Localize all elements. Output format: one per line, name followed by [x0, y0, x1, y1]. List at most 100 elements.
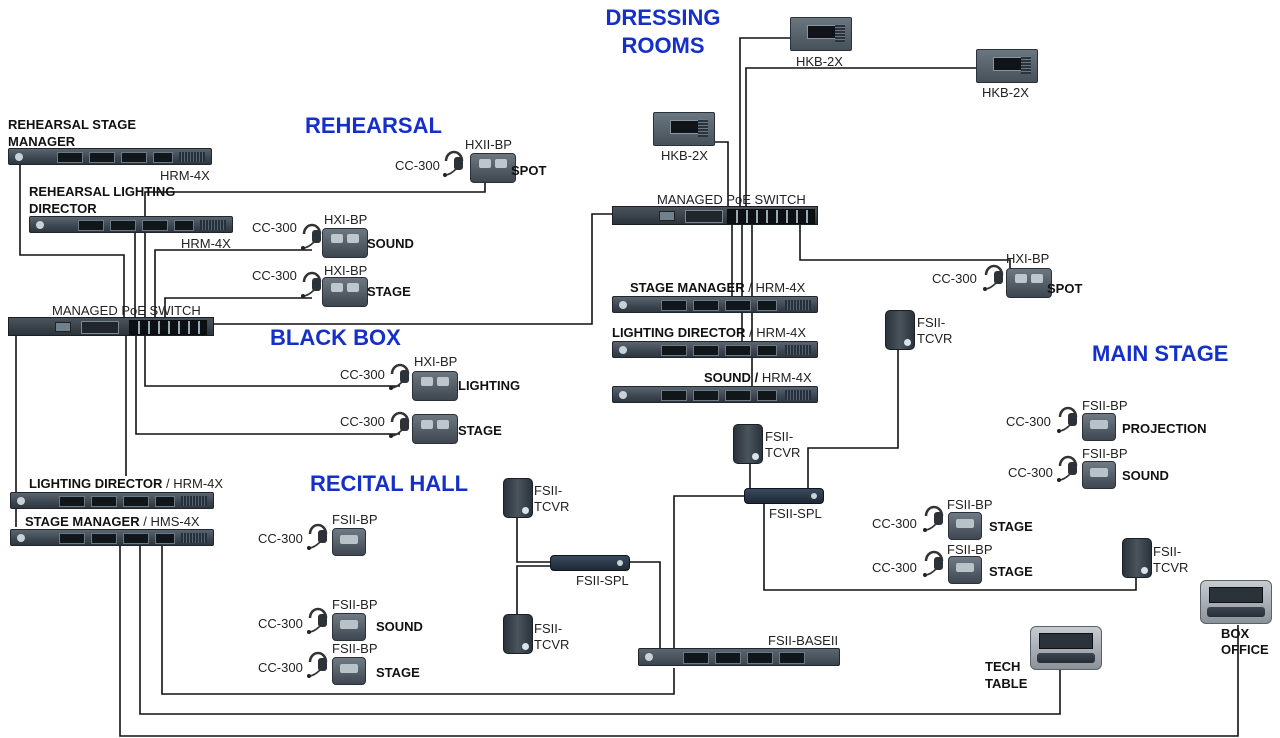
- bb-sm-slash: /: [143, 514, 147, 529]
- speaker-grill-icon: [785, 300, 811, 310]
- bb-ld-model: HRM-4X: [173, 476, 224, 491]
- headset-icon: [389, 411, 410, 438]
- recital-sound-label: SOUND: [376, 619, 423, 634]
- tech-table-label-1: TECH: [985, 659, 1021, 674]
- main-poe-switch: [612, 206, 818, 225]
- ms-fsii-spl: [744, 488, 824, 504]
- headset-icon: [389, 363, 410, 390]
- bb-sm-model: HMS-4X: [150, 514, 200, 529]
- wire-stage-bb: [135, 336, 400, 435]
- ms-tcvr-top-label-1: FSII-: [917, 315, 946, 330]
- recital-fsii-tcvr-2: [503, 614, 533, 654]
- ms-ld-panel-label: LIGHTING DIRECTOR / HRM-4X: [612, 325, 806, 340]
- box-office-label-2: OFFICE: [1221, 642, 1269, 657]
- ms-snd-slash: /: [754, 370, 759, 385]
- wire-hkb-right: [745, 67, 976, 207]
- switch-ports-icon: [727, 209, 815, 224]
- headset-icon: [307, 523, 328, 550]
- ms-fsii-tcvr-mid: [733, 424, 763, 464]
- speaker-grill-icon: [181, 533, 207, 543]
- ms-snd-model: HRM-4X: [761, 370, 812, 385]
- ms-stage2-headset-model: CC-300: [872, 560, 917, 575]
- ms-ld-role: LIGHTING DIRECTOR: [612, 325, 746, 340]
- box-office-label-1: BOX: [1221, 626, 1250, 641]
- ms-sm-panel-label: STAGE MANAGER / HRM-4X: [630, 280, 805, 295]
- rehearsal-spot-hxii-beltpack: [470, 153, 516, 183]
- ms-ld-slash: /: [749, 325, 753, 340]
- recital-bp1-model: FSII-BP: [332, 512, 378, 527]
- rehearsal-stage-headset-model: CC-300: [252, 268, 297, 283]
- hkb2x-top-label: HKB-2X: [796, 54, 843, 69]
- bb-switch-label: MANAGED PoE SWITCH: [52, 303, 201, 318]
- ms-snd-role: SOUND: [704, 370, 751, 385]
- speaker-grill-icon: [179, 152, 205, 162]
- recital-spl-label: FSII-SPL: [576, 573, 629, 588]
- ms-tcvr-top-label-2: TCVR: [917, 331, 953, 346]
- recital-fsii-tcvr-1: [503, 478, 533, 518]
- rehearsal-sm-hrm4x-panel: [8, 148, 212, 165]
- headset-icon: [301, 271, 322, 298]
- ms-proj-bp-model: FSII-BP: [1082, 398, 1128, 413]
- bb-lighting-hxi-beltpack: [412, 371, 458, 401]
- bb-sm-hms4x-panel: [10, 529, 214, 546]
- headset-icon: [1057, 406, 1078, 433]
- ms-spot-label: SPOT: [1047, 281, 1083, 296]
- rehearsal-stage-hxi-beltpack: [322, 277, 368, 307]
- hkb2x-left-label: HKB-2X: [661, 148, 708, 163]
- ms-sound-fsii-beltpack: [1082, 461, 1116, 489]
- recital-sound-headset-model: CC-300: [258, 616, 303, 631]
- wire-recital-spl-base: [630, 561, 661, 648]
- ms-tcvr-mid-label-1: FSII-: [765, 429, 794, 444]
- bb-stage-label: STAGE: [458, 423, 502, 438]
- headset-icon: [443, 150, 464, 177]
- switch-led-icon: [55, 322, 71, 332]
- ms-sm-hrm4x-panel: [612, 296, 818, 313]
- recital-tcvr1-label-1: FSII-: [534, 483, 563, 498]
- knob-icon: [15, 153, 23, 161]
- rehearsal-ld-hrm4x-panel: [29, 216, 233, 233]
- wire-sound-rehearsal: [154, 249, 312, 318]
- ms-tcvr-mid-label-2: TCVR: [765, 445, 801, 460]
- rehearsal-spot-label: SPOT: [511, 163, 547, 178]
- wire-tech-table: [139, 545, 1061, 715]
- ms-spot-headset-model: CC-300: [932, 271, 977, 286]
- wire-spot-rehearsal: [144, 182, 486, 318]
- ms-proj-headset-model: CC-300: [1006, 414, 1051, 429]
- ms-spl-label: FSII-SPL: [769, 506, 822, 521]
- hkb2x-panel-top: [790, 17, 852, 51]
- speaker-grill-icon: [785, 345, 811, 355]
- headset-icon: [301, 223, 322, 250]
- wire-recital-tcvr1: [516, 518, 552, 563]
- rehearsal-stage-label: STAGE: [367, 284, 411, 299]
- knob-icon: [36, 221, 44, 229]
- rehearsal-sound-bp-model: HXI-BP: [324, 212, 368, 227]
- wire-stage-rehearsal: [164, 297, 312, 318]
- knob-icon: [619, 346, 627, 354]
- recital-tcvr2-label-1: FSII-: [534, 621, 563, 636]
- wire-hkb-top: [739, 37, 790, 207]
- ms-proj-fsii-beltpack: [1082, 413, 1116, 441]
- ms-stage2-label: STAGE: [989, 564, 1033, 579]
- rehearsal-sm-label-1: REHEARSAL STAGE: [8, 117, 137, 132]
- speaker-grill-icon: [200, 220, 226, 230]
- ms-fsii-tcvr-top: [885, 310, 915, 350]
- bb-ld-role: LIGHTING DIRECTOR: [29, 476, 163, 491]
- bb-stage-headset-model: CC-300: [340, 414, 385, 429]
- rehearsal-sound-headset-model: CC-300: [252, 220, 297, 235]
- rehearsal-sound-hxi-beltpack: [322, 228, 368, 258]
- recital-stage-bp-model: FSII-BP: [332, 641, 378, 656]
- headset-icon: [307, 607, 328, 634]
- recital-fsii-spl: [550, 555, 630, 571]
- rehearsal-stage-bp-model: HXI-BP: [324, 263, 368, 278]
- ms-tcvr-right-label-2: TCVR: [1153, 560, 1189, 575]
- zone-title-main-stage: MAIN STAGE: [1092, 341, 1229, 366]
- rehearsal-sound-label: SOUND: [367, 236, 414, 251]
- ms-stage2-fsii-beltpack: [948, 556, 982, 584]
- speaker-grill-icon: [181, 496, 207, 506]
- ms-stage-label: STAGE: [989, 519, 1033, 534]
- tech-table-label-2: TABLE: [985, 676, 1028, 691]
- fsii-baseii-unit: [638, 648, 840, 666]
- speaker-grill-icon: [785, 390, 811, 400]
